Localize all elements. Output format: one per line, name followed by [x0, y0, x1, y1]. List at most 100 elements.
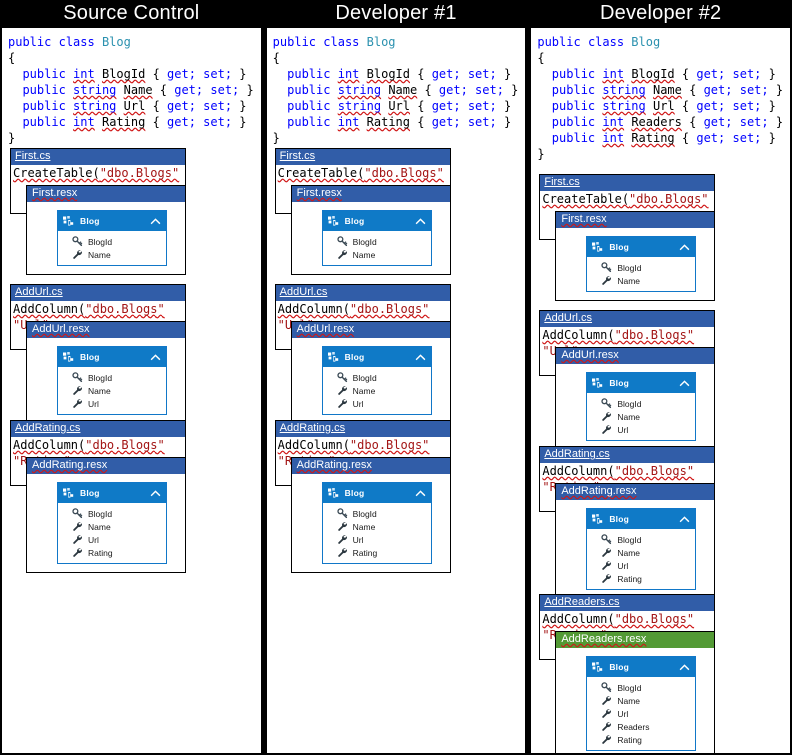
chevron-up-icon[interactable]	[679, 514, 690, 525]
migration-cs-filename-bar[interactable]: First.cs	[275, 149, 450, 165]
entity-header[interactable]: Blog	[58, 483, 166, 503]
chevron-up-icon[interactable]	[415, 352, 426, 363]
chevron-up-icon[interactable]	[150, 352, 161, 363]
entity-property-row[interactable]: Name	[58, 520, 166, 533]
migration-resx-filename-bar[interactable]: First.resx	[291, 186, 450, 202]
migration-resx-filename-bar[interactable]: AddUrl.resx	[291, 322, 450, 338]
entity-property-row[interactable]: BlogId	[323, 371, 431, 384]
entity-property-row[interactable]: BlogId	[587, 681, 695, 694]
entity-property-row[interactable]: Url	[58, 533, 166, 546]
entity-property-row[interactable]: Url	[58, 397, 166, 410]
chevron-up-icon[interactable]	[415, 488, 426, 499]
entity-header[interactable]: Blog	[587, 509, 696, 529]
entity-property-row[interactable]: BlogId	[58, 507, 166, 520]
entity-property-name: Name	[617, 547, 641, 558]
entity-property-row[interactable]: Url	[587, 559, 695, 572]
entity-property-row[interactable]: Name	[323, 248, 431, 261]
entity-property-row[interactable]: Url	[323, 397, 431, 410]
entity-property-row[interactable]: Rating	[323, 546, 431, 559]
entity-property-row[interactable]: BlogId	[587, 533, 695, 546]
migration-resx-filename-bar[interactable]: AddUrl.resx	[27, 322, 185, 338]
entity-header[interactable]: Blog	[58, 211, 166, 231]
chevron-up-icon[interactable]	[679, 378, 690, 389]
entity-property-row[interactable]: Name	[58, 384, 166, 397]
entity-property-row[interactable]: BlogId	[58, 371, 166, 384]
migration-cs-filename-bar[interactable]: First.cs	[540, 175, 715, 191]
chevron-up-icon[interactable]	[679, 242, 690, 253]
migration-resx-filename-bar[interactable]: AddRating.resx	[27, 458, 185, 474]
entity-property-row[interactable]: BlogId	[58, 235, 166, 248]
entity-property-row[interactable]: Rating	[58, 546, 166, 559]
entity-header[interactable]: Blog	[322, 347, 431, 367]
entity-header[interactable]: Blog	[58, 347, 166, 367]
migration-resx-filename-bar[interactable]: First.resx	[27, 186, 185, 202]
migration-resx-filename-bar[interactable]: AddRating.resx	[556, 484, 715, 500]
migration-cs-filename-bar[interactable]: First.cs	[11, 149, 185, 165]
entity-header[interactable]: Blog	[322, 483, 431, 503]
code-line-property: public string Url { get; set; }	[273, 98, 522, 114]
entity-header[interactable]: Blog	[587, 373, 696, 393]
entity-property-row[interactable]: Name	[323, 520, 431, 533]
entity-header[interactable]: Blog	[587, 237, 696, 257]
chevron-up-icon[interactable]	[150, 488, 161, 499]
chevron-up-icon[interactable]	[150, 216, 161, 227]
entity-property-row[interactable]: Name	[587, 410, 695, 423]
migration-resx-filename: AddRating.resx	[32, 459, 108, 471]
migration-cs-filename-bar[interactable]: AddRating.cs	[275, 421, 450, 437]
migration-cs-filename-bar[interactable]: AddUrl.cs	[11, 285, 185, 301]
entity-property-row[interactable]: Name	[323, 384, 431, 397]
migration-table-arg: "dbo.Blogs"	[85, 438, 165, 452]
entity-header[interactable]: Blog	[322, 211, 431, 231]
entity-property-row[interactable]: BlogId	[323, 507, 431, 520]
migration-cs-filename-bar[interactable]: AddReaders.cs	[540, 595, 715, 611]
migration-resx-filename-bar[interactable]: First.resx	[556, 212, 715, 228]
migration-resx-filename-bar[interactable]: AddReaders.resx	[556, 632, 715, 648]
entity-property-row[interactable]: BlogId	[587, 261, 695, 274]
entity-property-row[interactable]: Url	[587, 423, 695, 436]
entity-header[interactable]: Blog	[587, 657, 696, 677]
entity-property-row[interactable]: Url	[587, 707, 695, 720]
migration-resx-filename-bar[interactable]: AddRating.resx	[291, 458, 450, 474]
property-wrench-icon	[72, 547, 83, 558]
entity-property-row[interactable]: Url	[323, 533, 431, 546]
property-name: Name	[388, 83, 418, 97]
entity-property-row[interactable]: Readers	[587, 720, 695, 733]
entity-property-row[interactable]: Name	[587, 546, 695, 559]
code-line-property: public string Url { get; set; }	[8, 98, 257, 114]
entity-property-row[interactable]: BlogId	[587, 397, 695, 410]
entity-property-row[interactable]: BlogId	[323, 235, 431, 248]
migration-cs-filename-bar[interactable]: AddRating.cs	[11, 421, 185, 437]
migration-cs-filename-bar[interactable]: AddUrl.cs	[275, 285, 450, 301]
migration-resx-filename-bar[interactable]: AddUrl.resx	[556, 348, 715, 364]
entity-property-row[interactable]: Name	[58, 248, 166, 261]
entity-property-row[interactable]: Name	[587, 274, 695, 287]
migration-cs-filename-bar[interactable]: AddRating.cs	[540, 447, 715, 463]
entity-property-row[interactable]: Name	[587, 694, 695, 707]
entity-property-row[interactable]: Rating	[587, 733, 695, 746]
migration-cs-filename-bar[interactable]: AddUrl.cs	[540, 311, 715, 327]
chevron-up-icon[interactable]	[679, 662, 690, 673]
entity-property-row[interactable]: Rating	[587, 572, 695, 585]
chevron-up-icon[interactable]	[415, 216, 426, 227]
